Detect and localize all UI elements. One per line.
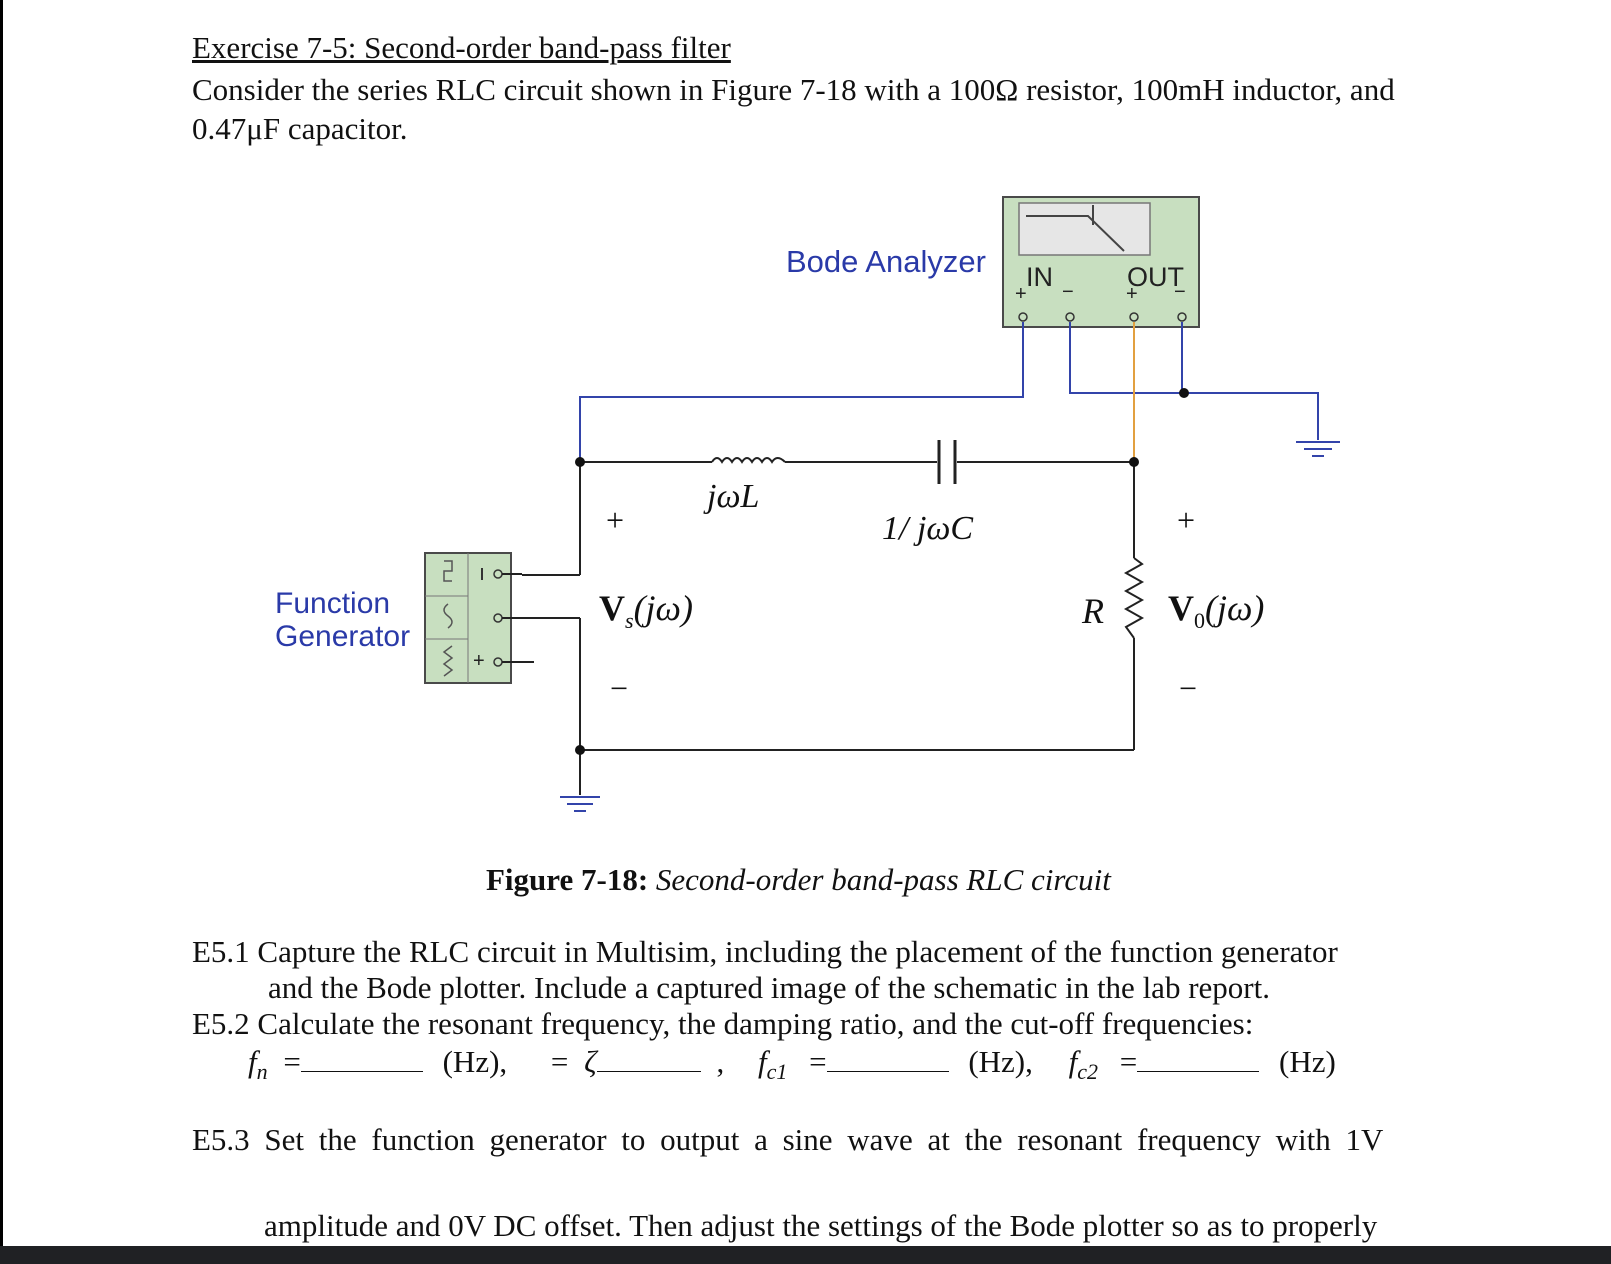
vs-main: V bbox=[599, 588, 625, 628]
bode-out-minus: − bbox=[1174, 281, 1186, 303]
bode-in-plus-terminal bbox=[1018, 312, 1028, 322]
vs-minus: − bbox=[610, 670, 629, 706]
bode-analyzer-label: Bode Analyzer bbox=[786, 244, 986, 279]
fg-label-line1: Function bbox=[275, 587, 391, 620]
bode-analyzer-box bbox=[1002, 196, 1200, 328]
task-e53-line1: E5.3 Set the function generator to outpu… bbox=[192, 1122, 1384, 1157]
caption-label: Figure 7-18: bbox=[486, 862, 649, 897]
exercise-intro: Consider the series RLC circuit shown in… bbox=[192, 72, 1395, 146]
task-e53-line2: amplitude and 0V DC offset. Then adjust … bbox=[264, 1208, 1378, 1243]
triangle-wave-icon bbox=[442, 645, 454, 677]
caption-text: Second-order band-pass RLC circuit bbox=[655, 862, 1111, 897]
task-e51-line1: E5.1 Capture the RLC circuit in Multisim… bbox=[192, 934, 1338, 969]
fn-eq: = bbox=[283, 1044, 301, 1079]
inductor-label: jωL bbox=[707, 478, 760, 515]
fn-symbol: f bbox=[248, 1044, 257, 1079]
zeta-symbol: ζ bbox=[584, 1044, 597, 1079]
sine-wave-icon bbox=[443, 603, 453, 629]
fc2-answer-field[interactable] bbox=[1137, 1049, 1260, 1072]
ground-symbol bbox=[560, 796, 600, 812]
vo-label: V0(jω) bbox=[1168, 587, 1264, 634]
resistor-label: R bbox=[1082, 591, 1104, 631]
bode-out-plus: + bbox=[1126, 283, 1138, 305]
bode-screen bbox=[1018, 202, 1151, 256]
bode-in-minus-terminal bbox=[1065, 312, 1075, 322]
bode-out-label: OUT bbox=[1127, 262, 1184, 292]
vo-minus: − bbox=[1179, 670, 1198, 706]
bode-in-plus: + bbox=[1015, 283, 1027, 305]
vs-sub: s bbox=[625, 608, 634, 634]
window-bottom-bar bbox=[0, 1246, 1611, 1264]
vs-plus: + bbox=[606, 502, 625, 538]
fc1-unit: (Hz), bbox=[968, 1044, 1033, 1079]
resistor-symbol bbox=[1123, 557, 1145, 639]
fg-plus-label: + bbox=[473, 650, 485, 672]
fc1-sub: c1 bbox=[766, 1059, 788, 1085]
capacitor-symbol bbox=[937, 440, 957, 484]
fn-sub: n bbox=[256, 1059, 268, 1085]
zeta-comma: , bbox=[716, 1044, 725, 1079]
bode-in-minus: − bbox=[1062, 281, 1074, 303]
vo-main: V bbox=[1168, 588, 1194, 628]
capacitor-label: 1/ jωC bbox=[882, 510, 974, 547]
vs-label: Vs(jω) bbox=[599, 587, 693, 634]
rlc-circuit-figure bbox=[424, 196, 1340, 812]
fn-answer-field[interactable] bbox=[300, 1049, 423, 1072]
fc1-symbol: f bbox=[757, 1044, 767, 1079]
fc2-symbol: f bbox=[1068, 1044, 1078, 1079]
task-e52: E5.2 Calculate the resonant frequency, t… bbox=[192, 1006, 1254, 1041]
fc2-sub: c2 bbox=[1077, 1059, 1099, 1085]
vo-plus: + bbox=[1177, 502, 1196, 538]
zeta-answer-field[interactable] bbox=[596, 1049, 701, 1072]
task-e51-line2: and the Bode plotter. Include a captured… bbox=[268, 970, 1270, 1005]
bode-curve-icon bbox=[1026, 215, 1125, 252]
fn-unit: (Hz), bbox=[442, 1044, 508, 1079]
inductor-symbol bbox=[711, 457, 786, 464]
bode-out-minus-terminal bbox=[1177, 312, 1187, 322]
bode-in-label: IN bbox=[1026, 262, 1053, 292]
left-border bbox=[0, 0, 3, 1264]
vs-arg: (jω) bbox=[633, 588, 693, 628]
fc1-eq: = bbox=[809, 1044, 827, 1079]
square-wave-icon bbox=[443, 560, 453, 582]
vo-sub: 0 bbox=[1194, 608, 1205, 634]
fg-label-line2: Generator bbox=[275, 620, 411, 653]
fc2-unit: (Hz) bbox=[1279, 1044, 1336, 1079]
zeta-eq: = bbox=[550, 1044, 569, 1079]
vo-arg: (jω) bbox=[1205, 588, 1265, 628]
fc1-answer-field[interactable] bbox=[826, 1049, 949, 1072]
figure-caption: Figure 7-18: Second-order band-pass RLC … bbox=[486, 862, 1111, 898]
bode-out-plus-terminal bbox=[1129, 312, 1139, 322]
exercise-title: Exercise 7-5: Second-order band-pass fil… bbox=[192, 30, 731, 65]
answer-row: fn = (Hz), = ζ , fc1 = (Hz), fc2 = (Hz) bbox=[248, 1044, 1336, 1085]
fc2-eq: = bbox=[1119, 1044, 1138, 1079]
